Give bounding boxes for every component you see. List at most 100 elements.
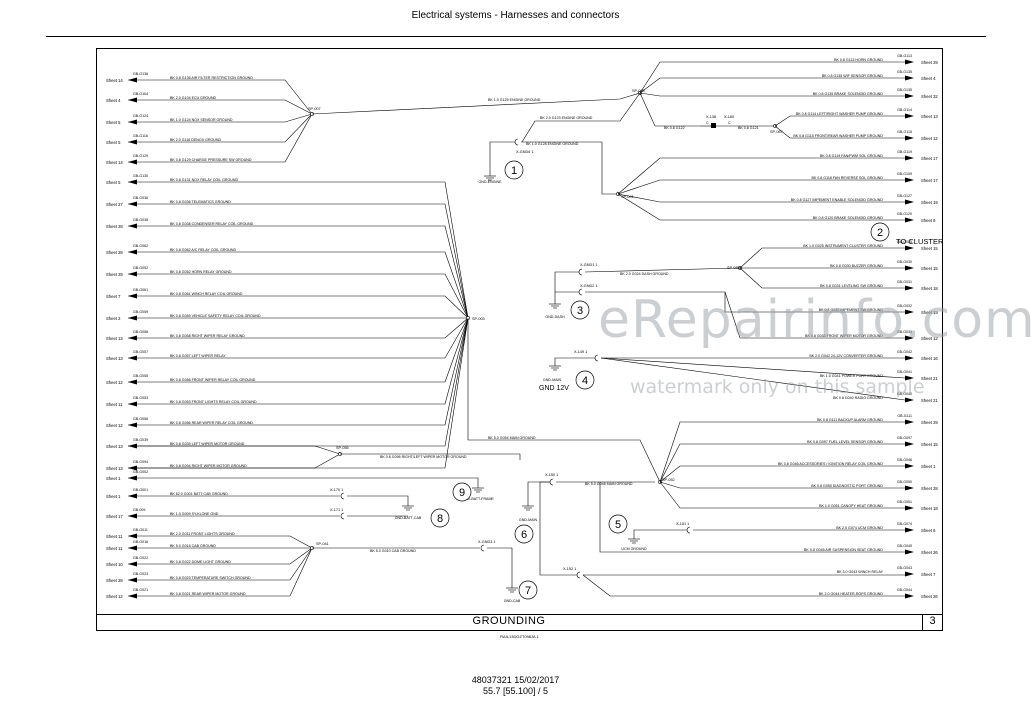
right-sheet-ref: Sheet 18 xyxy=(921,506,938,511)
right-wire-label: BK 2.0 G074 UCM GROUND xyxy=(836,526,883,530)
left-sheet-ref: Sheet 12 xyxy=(106,380,123,385)
wire-from-splice xyxy=(774,115,905,127)
wire-label: BK 0.8 G122 xyxy=(664,126,685,130)
right-sheet-ref: Sheet 1 xyxy=(921,464,936,469)
left-connector-code: GB-G058 xyxy=(133,330,148,334)
left-connector-code: GB-G061 xyxy=(133,288,148,292)
wire-from-splice xyxy=(739,267,905,289)
wire-from-splice xyxy=(617,179,905,195)
right-sheet-ref: Sheet 32 xyxy=(921,94,938,99)
right-wire-label: BK 1.0 G051 CANOPY HEAT GROUND xyxy=(819,504,883,508)
right-sheet-ref: Sheet 16 xyxy=(921,356,938,361)
wire-to-ground xyxy=(554,271,579,300)
wire-g054 xyxy=(467,318,661,483)
connector-symbol xyxy=(514,138,519,146)
wire-to-splice xyxy=(128,181,469,319)
left-connector-code: GB-G129 xyxy=(133,154,148,158)
splice-label: SP-007 xyxy=(308,107,321,111)
left-wire-label: BK 2.0 G011 FRONT LIGHTS GROUND xyxy=(170,532,235,536)
connector-symbol xyxy=(578,268,583,276)
left-connector-code: GB-G136 xyxy=(133,72,148,76)
left-wire-label: BK 0.8 G058 RIGHT WIPER RELAY GROUND xyxy=(170,334,245,338)
right-connector-code: GB-G044 xyxy=(897,588,912,592)
wire-label: BK 1.0 G128 ENGINE GROUND xyxy=(526,142,579,146)
right-wire-label: BK 0.8 G127 IMPEMENT ENABLE SOLENOID GRO… xyxy=(791,198,884,202)
right-connector-code: GB-G114 xyxy=(897,108,912,112)
wire-to-splice xyxy=(128,317,469,405)
right-connector-code: GB-G050 xyxy=(897,480,912,484)
left-connector-code: GB-G057 xyxy=(133,350,148,354)
connector-label: X-GND1 1 xyxy=(580,263,598,267)
callout-number: 5 xyxy=(615,519,621,531)
callout-circle xyxy=(430,508,450,528)
left-wire-label: BK 0.8 G023 TEMPERATURE SWITCH GROUND xyxy=(170,576,251,580)
connector-label: X-151 1 xyxy=(676,522,689,526)
wire-to-splice xyxy=(128,547,313,581)
arrow-right-icon xyxy=(905,309,914,315)
right-sheet-ref: Sheet 4 xyxy=(921,76,936,81)
wire-from-splice xyxy=(599,482,905,553)
sheet-number: 3 xyxy=(929,615,936,627)
doc-code: 48037321 15/02/2017 xyxy=(471,675,560,685)
right-connector-code: GB-G030 xyxy=(897,260,912,264)
callout-circle xyxy=(514,524,534,544)
left-connector-code: GB-G055 xyxy=(133,374,148,378)
callout-number: 9 xyxy=(459,487,465,499)
arrow-right-icon xyxy=(905,199,914,205)
right-connector-code: GB-G097 xyxy=(897,436,912,440)
left-wire-label: BK 0.8 G129 CHARGE PRESSURE SW GROUND xyxy=(170,158,252,162)
arrow-right-icon xyxy=(905,285,914,291)
right-wire-label: BK 0.8 G115 FRONT/REAR WASHER PUMP GROUN… xyxy=(793,134,883,138)
right-sheet-ref: Sheet 19 xyxy=(921,310,938,315)
right-wire-label: BK 0.8 G031 LEVELING SW GROUND xyxy=(820,284,883,288)
right-sheet-ref: Sheet 6 xyxy=(921,528,936,533)
arrow-right-icon xyxy=(905,593,914,599)
left-connector-code: GB-G104 xyxy=(133,92,148,96)
ground-label: UCM GROUND xyxy=(621,547,647,551)
right-connector-code: GB-G111 xyxy=(897,414,912,418)
right-connector-code: GB-G120 xyxy=(897,212,912,216)
wire-to-splice xyxy=(128,113,313,123)
left-connector-code: GB-G002 xyxy=(133,470,148,474)
splice-label: SP-003 xyxy=(472,317,485,321)
right-sheet-ref: Sheet 29 xyxy=(921,60,938,65)
drawing-ref-code: RAIL13DGZT096JA 1 xyxy=(500,634,539,639)
left-sheet-ref: Sheet 10 xyxy=(106,562,123,567)
left-sheet-ref: Sheet 4 xyxy=(106,98,121,103)
left-sheet-ref: Sheet 12 xyxy=(106,594,123,599)
left-wire-label: BK 0.8 G052 HORN RELAY GROUND xyxy=(170,270,232,274)
right-connector-code: GB-G033 xyxy=(897,330,912,334)
right-sheet-ref: Sheet 6 xyxy=(921,218,936,223)
arrow-right-icon xyxy=(905,113,914,119)
arrow-right-icon xyxy=(905,245,914,251)
left-wire-label: BK 0.8 G038 CONDENSER RELAY COIL GROUND xyxy=(170,222,254,226)
wire-label: BK 1.0 G125 ENGINE GROUND xyxy=(488,98,541,102)
arrow-right-icon xyxy=(905,485,914,491)
right-connector-code: GB-G040 xyxy=(897,392,912,396)
connector-pin: C xyxy=(706,121,709,125)
arrow-right-icon xyxy=(905,59,914,65)
right-connector-code: GB-G041 xyxy=(897,370,912,374)
connector-label: X-149 1 xyxy=(574,350,587,354)
left-wire-label: BK 2.0 G116 DENOX GROUND xyxy=(170,138,221,142)
callout-number: 2 xyxy=(877,227,883,239)
splice-label: SP-041 xyxy=(316,542,329,546)
wire-g123 xyxy=(535,92,641,122)
left-connector-code: GB-G056 xyxy=(133,417,148,421)
right-connector-code: GB-G045 xyxy=(897,544,912,548)
connector-label: X-GND3 1 xyxy=(478,540,496,544)
right-wire-label: BK 0.8 G032 IMPEMENT SW GROUND xyxy=(819,308,884,312)
left-sheet-ref: Sheet 13 xyxy=(106,444,123,449)
left-connector-code: GB-G059 xyxy=(133,310,148,314)
header-rule xyxy=(46,36,986,37)
left-sheet-ref: Sheet 2 xyxy=(106,316,121,321)
right-wire-label: BK 0.8 G040 RADIO GROUND xyxy=(833,396,883,400)
wire-to-splice xyxy=(128,99,313,115)
right-sheet-ref: Sheet 12 xyxy=(921,336,938,341)
wire-from-splice xyxy=(659,421,905,483)
connector-symbol xyxy=(594,354,599,362)
left-sheet-ref: Sheet 28 xyxy=(106,250,123,255)
left-wire-label: BK 62.0 G001 BATT CAB GROUND xyxy=(170,492,228,496)
ground-label-large: GND 12V xyxy=(539,385,569,392)
right-sheet-ref: Sheet 7 xyxy=(921,572,936,577)
